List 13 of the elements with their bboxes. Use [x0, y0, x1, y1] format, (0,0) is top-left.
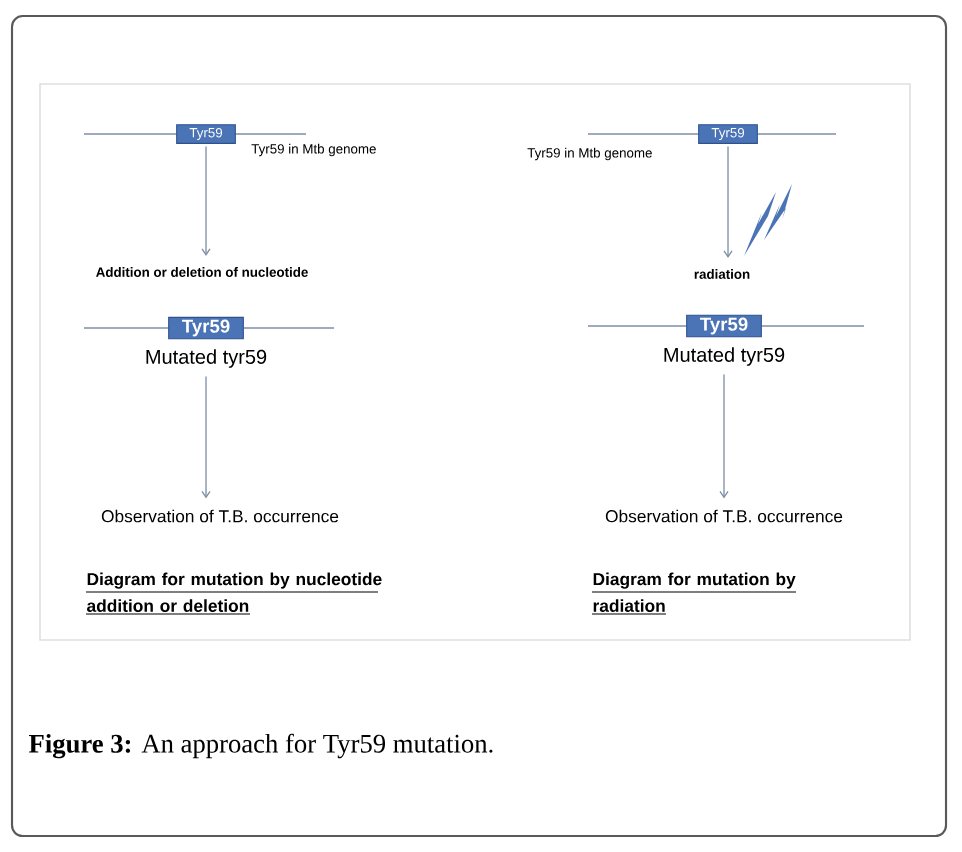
arrow — [201, 145, 211, 256]
figure-caption: Figure 3: An approach for Tyr59 mutation. — [29, 733, 493, 759]
panel-note: Diagram for mutation by nucleotide addition or deletion — [85, 572, 382, 615]
outcome-label: Observation of T.B. occurrence — [605, 509, 843, 523]
gene-caption: Mutated tyr59 — [146, 349, 267, 368]
gene-box: Tyr59 — [686, 314, 762, 338]
gene-box: Tyr59 — [168, 316, 244, 340]
arrow — [719, 373, 729, 499]
arrow — [201, 375, 211, 499]
panel-note: Diagram for mutation by radiation — [591, 572, 797, 615]
gene-caption: Mutated tyr59 — [664, 347, 785, 366]
arrow — [723, 145, 733, 258]
outcome-label: Observation of T.B. occurrence — [101, 509, 339, 523]
